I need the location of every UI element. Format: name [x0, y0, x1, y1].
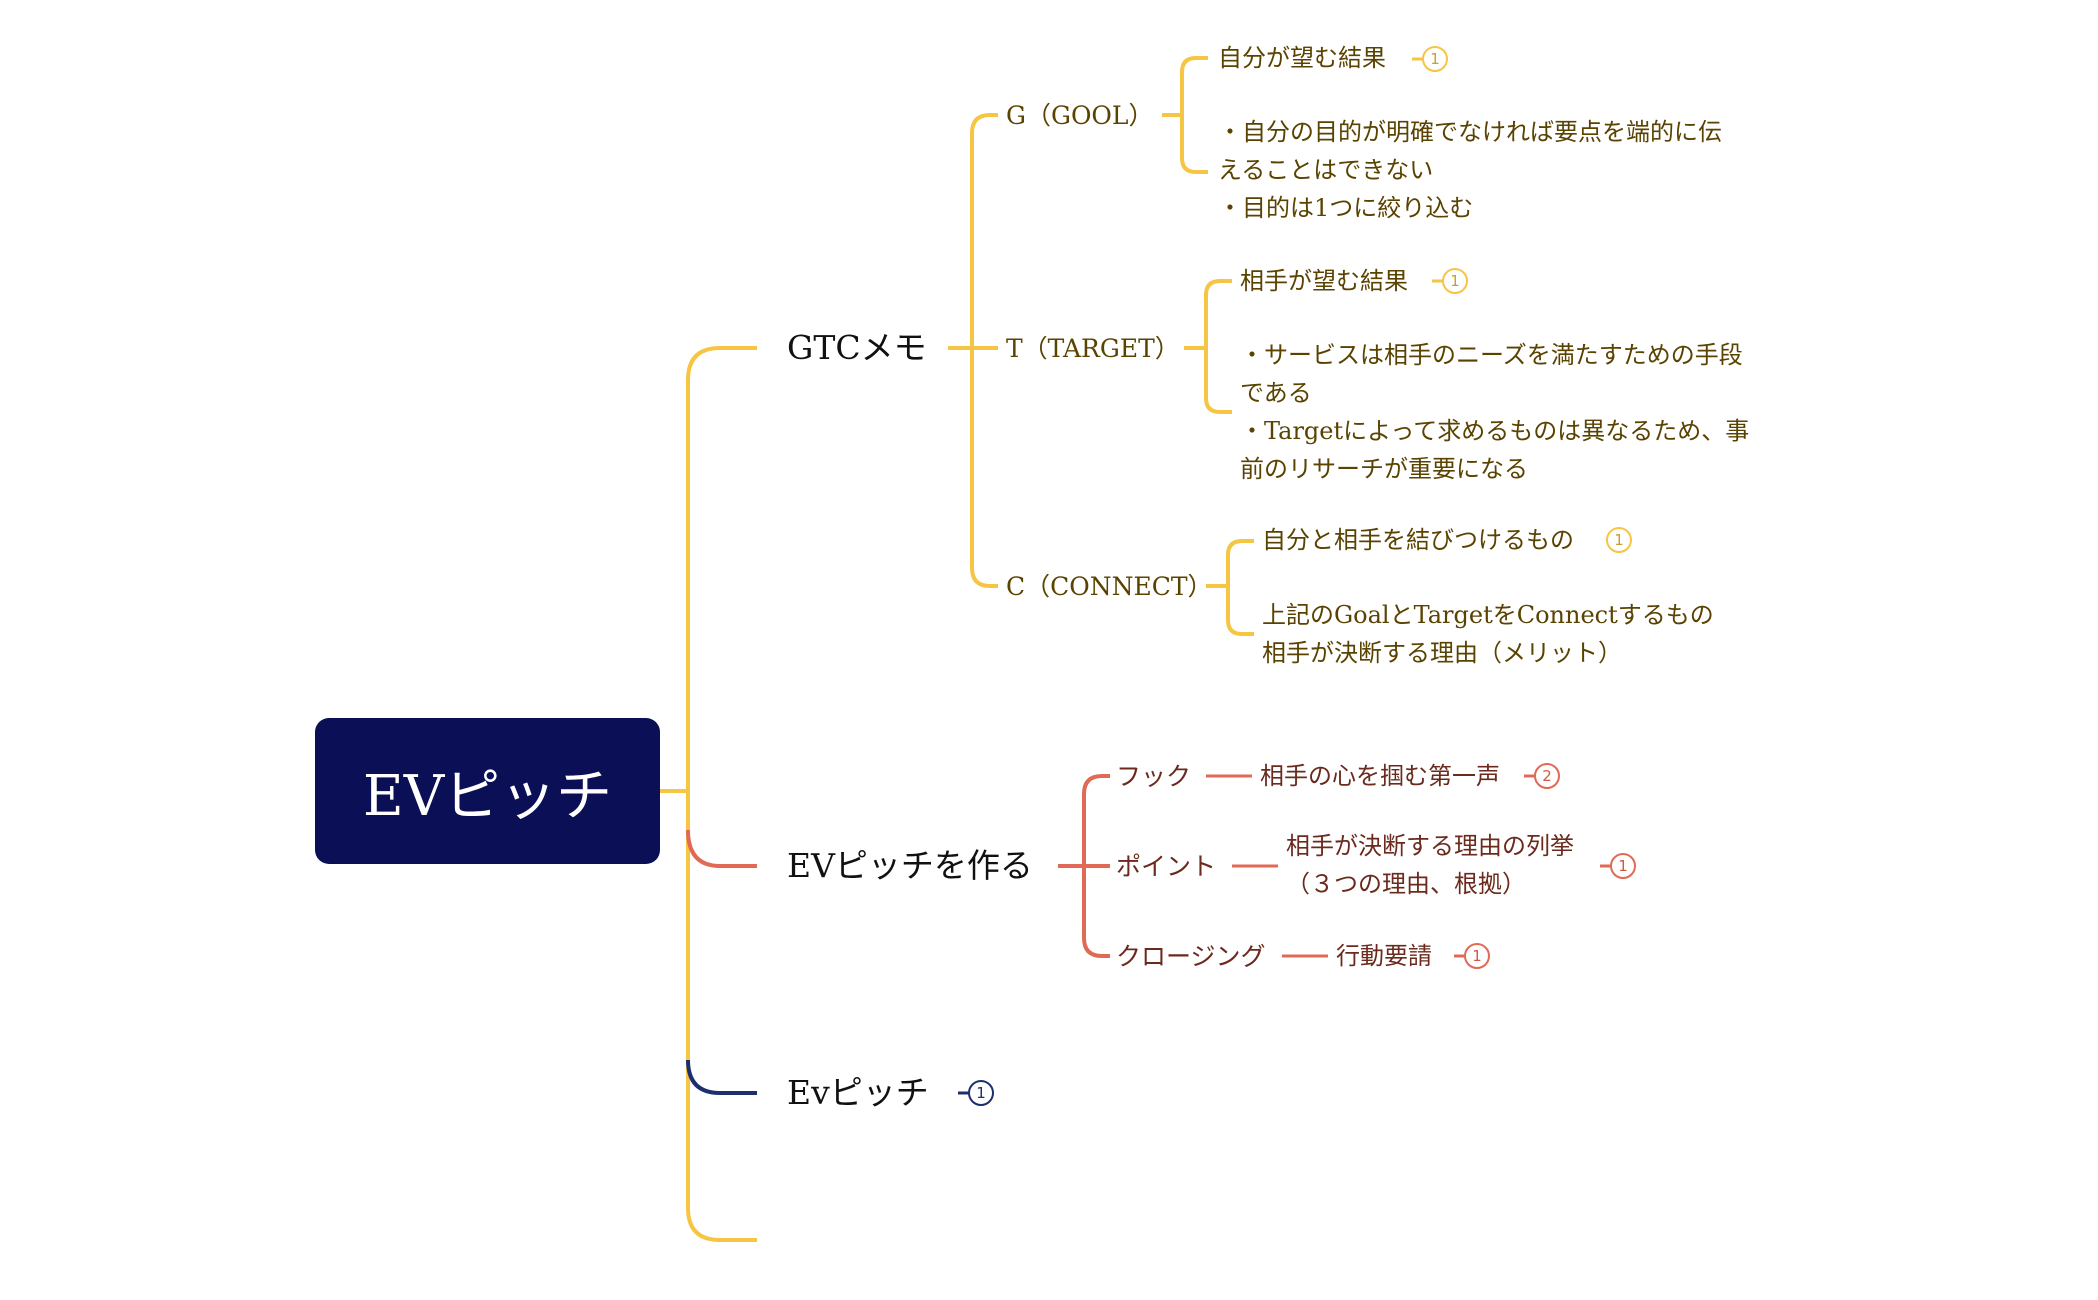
point-count-badge[interactable]: 1	[1610, 853, 1636, 879]
t-bracket	[1184, 279, 1232, 414]
root-node[interactable]: EVピッチ	[315, 718, 660, 864]
hook-count-badge[interactable]: 2	[1534, 763, 1560, 789]
ev-count-badge[interactable]: 1	[968, 1080, 994, 1106]
subtopic-c-label[interactable]: C（CONNECT）	[1006, 572, 1213, 601]
branch-make-line	[686, 829, 757, 868]
branch-gtc-label[interactable]: GTCメモ	[787, 328, 927, 367]
make-children-bracket	[1082, 774, 1110, 958]
subtopic-hook-label[interactable]: フック	[1116, 762, 1192, 791]
c-note-line: 上記のGoalとTargetをConnectするもの	[1262, 601, 1714, 629]
subtopic-g-label[interactable]: G（GOOL）	[1006, 101, 1154, 130]
g-note-line: ・自分の目的が明確でなければ要点を端的に伝	[1218, 118, 1722, 146]
c-note-title[interactable]: 自分と相手を結びつけるもの	[1262, 526, 1574, 554]
closing-count-badge[interactable]: 1	[1464, 943, 1490, 969]
t-note-line: ・サービスは相手のニーズを満たすための手段	[1240, 341, 1743, 369]
trunk-gold	[686, 346, 757, 1242]
g-count-badge[interactable]: 1	[1422, 46, 1448, 72]
subtopic-closing-label[interactable]: クロージング	[1116, 942, 1266, 971]
gtc-children-bracket	[970, 113, 998, 588]
t-count-badge[interactable]: 1	[1442, 268, 1468, 294]
t-note-line: である	[1240, 379, 1312, 407]
c-bracket	[1206, 539, 1254, 636]
point-detail-line[interactable]: 相手が決断する理由の列挙	[1286, 832, 1574, 860]
c-note-line: 相手が決断する理由（メリット）	[1262, 639, 1622, 667]
subtopic-t-label[interactable]: T（TARGET）	[1006, 334, 1180, 363]
root-label: EVピッチ	[362, 763, 613, 829]
g-note-line: えることはできない	[1218, 156, 1434, 184]
point-detail-line: （３つの理由、根拠）	[1286, 870, 1526, 898]
hook-detail[interactable]: 相手の心を掴む第一声	[1260, 762, 1500, 790]
branch-make-label[interactable]: EVピッチを作る	[787, 846, 1033, 885]
t-note-title[interactable]: 相手が望む結果	[1240, 267, 1408, 295]
g-bracket	[1162, 56, 1208, 174]
t-note-line: 前のリサーチが重要になる	[1240, 455, 1528, 483]
t-note-line: ・Targetによって求めるものは異なるため、事	[1240, 417, 1750, 445]
closing-detail[interactable]: 行動要請	[1336, 942, 1432, 970]
branch-ev-label[interactable]: Evピッチ	[787, 1073, 929, 1112]
g-note-line: ・目的は1つに絞り込む	[1218, 194, 1474, 222]
subtopic-point-label[interactable]: ポイント	[1116, 852, 1217, 881]
g-note-title[interactable]: 自分が望む結果	[1218, 44, 1386, 72]
c-count-badge[interactable]: 1	[1606, 527, 1632, 553]
branch-ev-line	[686, 1059, 757, 1095]
